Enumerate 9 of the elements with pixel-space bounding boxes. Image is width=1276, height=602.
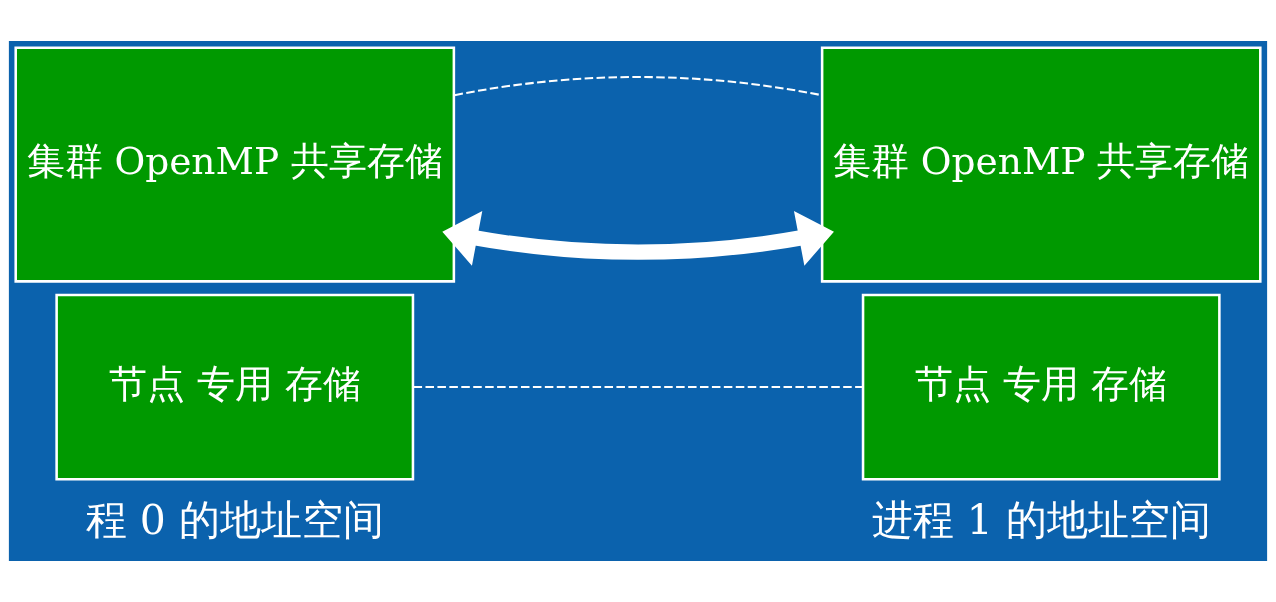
connector bbox=[413, 386, 863, 389]
node-box: 节点 专用 存储 bbox=[55, 293, 415, 481]
node-box: 节点 专用 存储 bbox=[861, 293, 1221, 481]
node-box: 集群 OpenMP 共享存储 bbox=[14, 46, 456, 283]
label: 进程 1 的地址空间 bbox=[871, 496, 1211, 545]
node-box: 集群 OpenMP 共享存储 bbox=[820, 46, 1262, 283]
connector bbox=[454, 76, 822, 97]
arrow bbox=[442, 210, 834, 266]
label: 程 0 的地址空间 bbox=[85, 496, 384, 545]
